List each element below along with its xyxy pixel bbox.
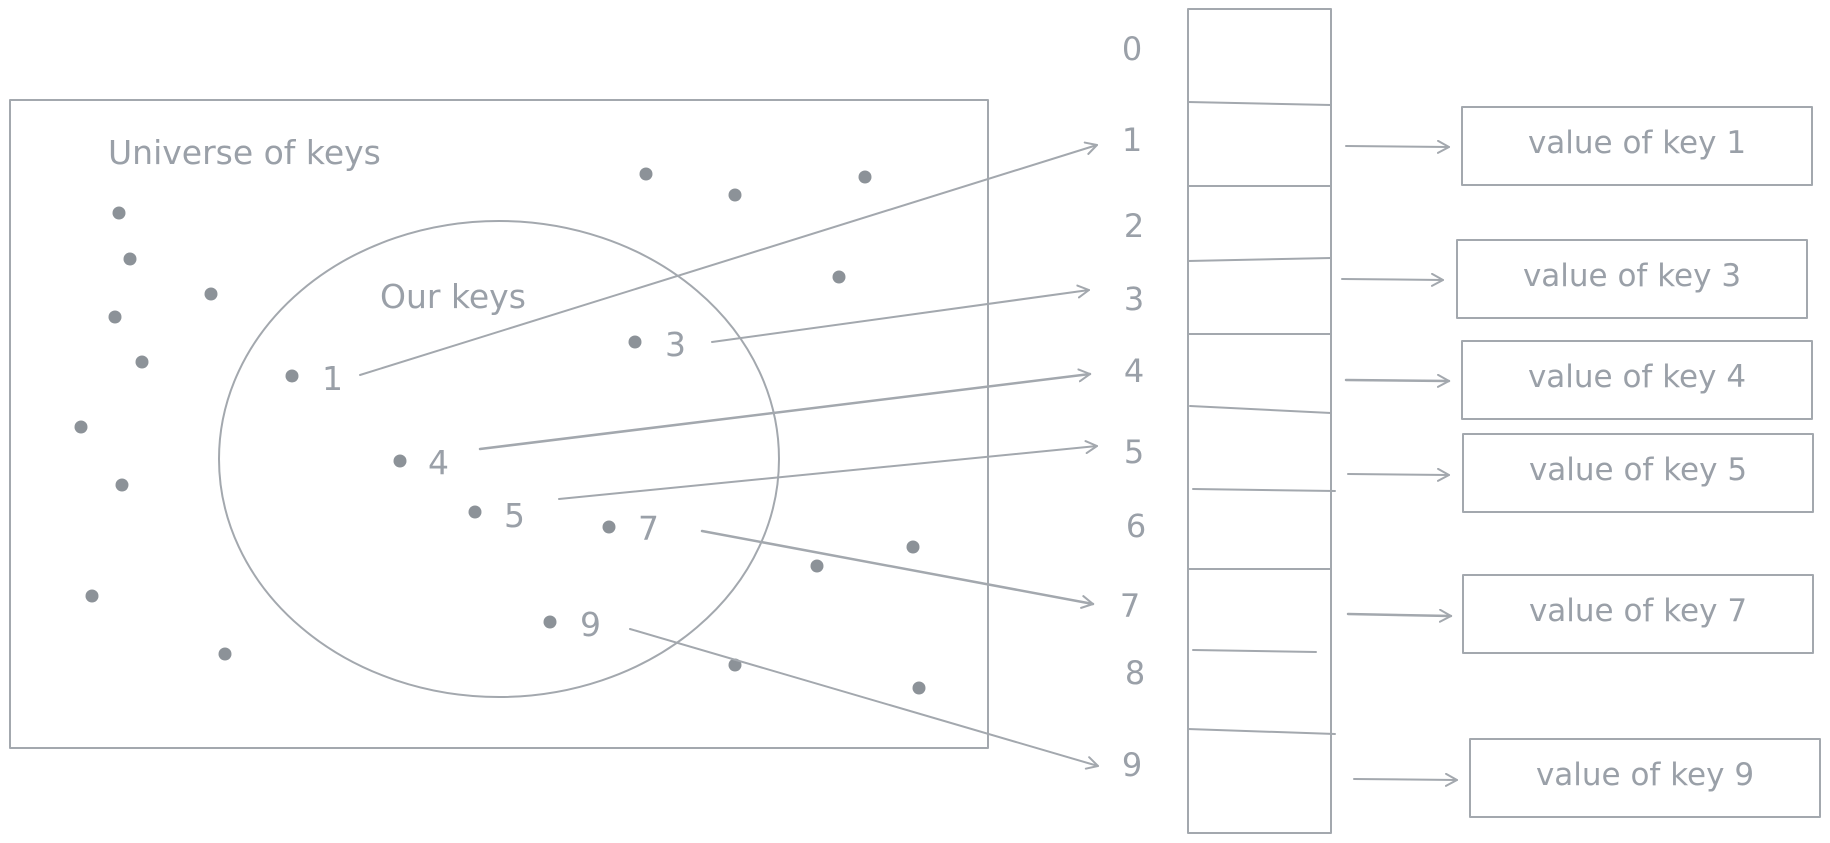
key-5: 5 <box>468 440 1098 535</box>
slot-pointer-arrow <box>1346 608 1453 623</box>
slot-pointer-arrow <box>1347 467 1450 482</box>
value-box-7: value of key 7 <box>1462 574 1814 654</box>
slot-index-labels: 0 1 2 3 4 5 6 7 8 9 <box>1120 30 1146 784</box>
slot-index: 5 <box>1124 433 1144 471</box>
universe-of-keys-box <box>9 99 989 749</box>
unused-key-dot <box>85 589 99 603</box>
mapping-arrow <box>629 628 1099 770</box>
slot-index: 9 <box>1122 746 1142 784</box>
unused-key-dot <box>218 647 232 661</box>
slot-pointer-arrow <box>1345 139 1450 154</box>
value-box-9: value of key 9 <box>1469 738 1821 818</box>
key-dot <box>628 335 642 349</box>
key-label: 1 <box>322 359 343 398</box>
value-box-3: value of key 3 <box>1456 239 1808 319</box>
slot-index: 4 <box>1124 352 1144 390</box>
key-label: 4 <box>428 443 449 482</box>
value-label: value of key 9 <box>1536 757 1754 793</box>
unused-key-dot <box>123 252 137 266</box>
unused-key-dot <box>810 559 824 573</box>
key-label: 5 <box>504 496 525 535</box>
value-label: value of key 1 <box>1528 125 1746 161</box>
unused-keys <box>74 167 926 695</box>
unused-key-dot <box>112 206 126 220</box>
key-dot <box>602 520 616 534</box>
slot-index: 6 <box>1126 507 1146 545</box>
value-box-5: value of key 5 <box>1462 433 1814 513</box>
slot-index: 1 <box>1122 121 1142 159</box>
key-label: 3 <box>665 325 686 364</box>
unused-key-dot <box>115 478 129 492</box>
slot-index: 7 <box>1120 587 1140 625</box>
slot-index: 8 <box>1125 654 1145 692</box>
unused-key-dot <box>108 310 122 324</box>
value-label: value of key 4 <box>1528 359 1746 395</box>
unused-key-dot <box>832 270 846 284</box>
key-3: 3 <box>628 284 1090 364</box>
key-4: 4 <box>393 368 1092 482</box>
unused-key-dot <box>74 420 88 434</box>
mapping-arrow <box>700 529 1095 609</box>
unused-key-dot <box>639 167 653 181</box>
mapping-arrow <box>359 141 1098 376</box>
table-slot-divider <box>1192 649 1317 653</box>
key-label: 9 <box>580 605 601 644</box>
key-label: 7 <box>638 509 659 548</box>
key-9: 9 <box>543 605 1099 770</box>
unused-key-dot <box>858 170 872 184</box>
table-slot-divider <box>1187 728 1336 735</box>
value-box-outline <box>1462 433 1814 513</box>
value-label: value of key 7 <box>1529 593 1747 629</box>
our-keys-circle <box>218 220 780 698</box>
slot-pointer-arrow <box>1353 772 1458 787</box>
unused-key-dot <box>204 287 218 301</box>
value-box-outline <box>1461 106 1813 186</box>
slot-index: 2 <box>1124 207 1144 245</box>
key-dot <box>468 505 482 519</box>
value-box-outline <box>1469 738 1821 818</box>
slot-index: 3 <box>1124 280 1144 318</box>
slot-index: 0 <box>1122 30 1142 68</box>
unused-key-dot <box>728 188 742 202</box>
key-dot <box>393 454 407 468</box>
table-slot-divider <box>1189 405 1332 414</box>
unused-key-dot <box>135 355 149 369</box>
value-box-outline <box>1462 574 1814 654</box>
key-dot <box>285 369 299 383</box>
unused-key-dot <box>728 658 742 672</box>
unused-key-dot <box>906 540 920 554</box>
value-box-outline <box>1461 340 1813 420</box>
key-dot <box>543 615 557 629</box>
key-7: 7 <box>602 509 1095 609</box>
direct-address-table <box>1187 8 1336 834</box>
table-slot-divider <box>1192 488 1336 492</box>
slot-pointers <box>1341 139 1458 787</box>
universe-of-keys-label: Universe of keys <box>108 133 381 172</box>
value-box-1: value of key 1 <box>1461 106 1813 186</box>
mapping-arrow <box>478 368 1092 451</box>
key-1: 1 <box>285 141 1098 398</box>
mapping-arrow <box>558 440 1098 500</box>
value-box-outline <box>1456 239 1808 319</box>
slot-pointer-arrow <box>1341 272 1444 287</box>
mapping-arrow <box>711 284 1090 343</box>
value-box-4: value of key 4 <box>1461 340 1813 420</box>
value-label: value of key 5 <box>1529 452 1747 488</box>
table-outline <box>1187 8 1332 834</box>
our-keys-label: Our keys <box>380 277 526 316</box>
table-slot-divider <box>1187 257 1332 262</box>
slot-pointer-arrow <box>1344 373 1451 388</box>
unused-key-dot <box>912 681 926 695</box>
value-label: value of key 3 <box>1523 258 1741 294</box>
table-slot-divider <box>1187 101 1332 106</box>
